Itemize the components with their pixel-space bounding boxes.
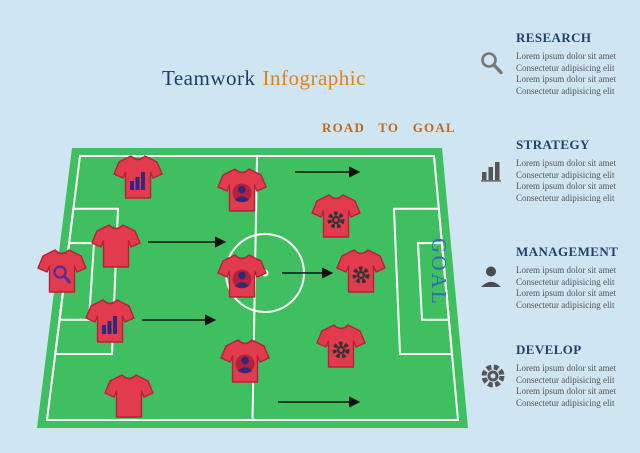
person-icon (232, 269, 252, 289)
player-shirt-magnifier (36, 247, 88, 295)
player-shirt-bar-chart (112, 153, 164, 201)
goal-label: GOAL (427, 238, 451, 306)
section-management-title: MANAGEMENT (516, 244, 619, 259)
text-line: Lorem ipsum dolor sit amet (516, 363, 616, 373)
title-infographic: Infographic (262, 66, 366, 90)
text-line: Lorem ipsum dolor sit amet (516, 265, 616, 275)
section-research-title: RESEARCH (516, 30, 592, 45)
player-shirt-gear (315, 322, 367, 370)
text-line: Lorem ipsum dolor sit amet (516, 51, 616, 61)
text-line: Lorem ipsum dolor sit amet (516, 386, 616, 396)
text-line: Consectetur adipisicing elit (516, 192, 615, 203)
player-shirt-person (216, 252, 268, 300)
person-icon (479, 264, 505, 295)
section-management-text: Lorem ipsum dolor sit amet Consectetur a… (516, 265, 636, 311)
section-research: RESEARCH Lorem ipsum dolor sit amet Cons… (472, 30, 636, 97)
player-shirt-plain (103, 372, 155, 420)
gear-icon (479, 362, 507, 395)
section-develop-text: Lorem ipsum dolor sit amet Consectetur a… (516, 363, 636, 409)
section-strategy-title: STRATEGY (516, 137, 590, 152)
section-develop: DEVELOP Lorem ipsum dolor sit amet Conse… (472, 342, 636, 409)
flow-arrows (142, 166, 361, 408)
right-goal-box (416, 242, 450, 321)
player-shirt-plain (90, 222, 142, 270)
player-shirt-gear (335, 247, 387, 295)
section-strategy: STRATEGY Lorem ipsum dolor sit amet Cons… (472, 137, 636, 204)
section-strategy-text: Lorem ipsum dolor sit amet Consectetur a… (516, 158, 636, 204)
player-shirt-person (219, 337, 271, 385)
player-shirt-gear (310, 192, 362, 240)
person-icon (232, 183, 252, 203)
text-line: Consectetur adipisicing elit (516, 374, 615, 385)
section-management: MANAGEMENT Lorem ipsum dolor sit amet Co… (472, 244, 636, 311)
text-line: Consectetur adipisicing elit (516, 397, 615, 408)
text-line: Lorem ipsum dolor sit amet (516, 158, 616, 168)
text-line: Lorem ipsum dolor sit amet (516, 181, 616, 191)
bar-chart-icon (479, 157, 505, 188)
text-line: Consectetur adipisicing elit (516, 299, 615, 310)
text-line: Consectetur adipisicing elit (516, 276, 615, 287)
text-line: Consectetur adipisicing elit (516, 62, 615, 73)
text-line: Lorem ipsum dolor sit amet (516, 288, 616, 298)
text-line: Lorem ipsum dolor sit amet (516, 74, 616, 84)
person-icon (235, 354, 255, 374)
section-research-text: Lorem ipsum dolor sit amet Consectetur a… (516, 51, 636, 97)
text-line: Consectetur adipisicing elit (516, 85, 615, 96)
road-to-goal-label: ROAD TO GOAL (322, 120, 456, 135)
magnifier-icon (479, 50, 505, 81)
player-shirt-person (216, 166, 268, 214)
section-develop-title: DEVELOP (516, 342, 582, 357)
title-teamwork: Teamwork (162, 66, 256, 90)
text-line: Consectetur adipisicing elit (516, 169, 615, 180)
player-shirt-bar-chart (84, 297, 136, 345)
